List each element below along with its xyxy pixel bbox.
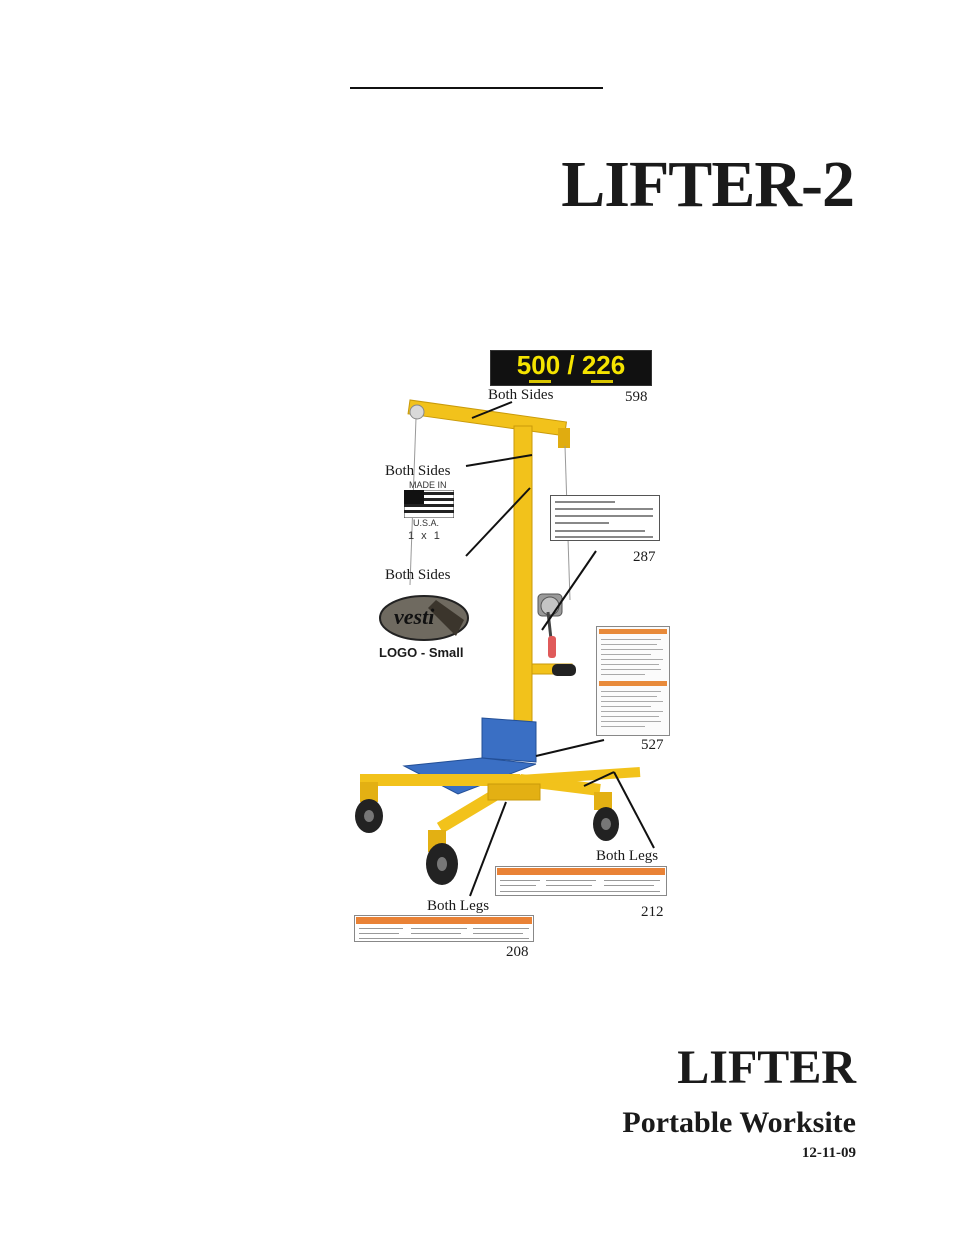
leg-warning-large-location: Both Legs	[596, 849, 658, 864]
capacity-location-label: Both Sides	[488, 388, 553, 403]
leg-warning-large-decal	[495, 866, 667, 896]
logo-location-label: Both Sides	[385, 568, 450, 583]
footer-title: LIFTER	[677, 1044, 856, 1092]
usa-location-label: Both Sides	[385, 464, 450, 479]
leg-warning-small-decal	[354, 915, 534, 942]
footer-subtitle: Portable Worksite	[622, 1108, 856, 1138]
leg-warning-small-location: Both Legs	[427, 899, 489, 914]
document-date: 12-11-09	[802, 1146, 856, 1161]
made-in-usa-decal: MADE IN U.S.A. 1 x 1	[404, 480, 456, 542]
warning-sheet-decal	[596, 626, 670, 736]
leg-warning-large-part-number: 212	[641, 905, 664, 920]
vestil-logo-icon: vesti	[378, 590, 474, 642]
capacity-part-number: 598	[625, 390, 648, 405]
usa-qty: 1 x 1	[408, 530, 442, 542]
serial-plate-part-number: 287	[633, 550, 656, 565]
usa-line2: U.S.A.	[413, 518, 439, 528]
usa-line1: MADE IN	[409, 480, 447, 490]
logo-caption: LOGO - Small	[379, 645, 464, 660]
us-flag-icon	[404, 490, 454, 518]
warning-sheet-part-number: 527	[641, 738, 664, 753]
leg-warning-small-part-number: 208	[506, 945, 529, 960]
capacity-decal: 500 / 226	[490, 350, 652, 386]
logo-mark: vesti	[394, 604, 435, 629]
capacity-decal-text: 500 / 226	[491, 352, 651, 378]
serial-plate-decal	[550, 495, 660, 541]
